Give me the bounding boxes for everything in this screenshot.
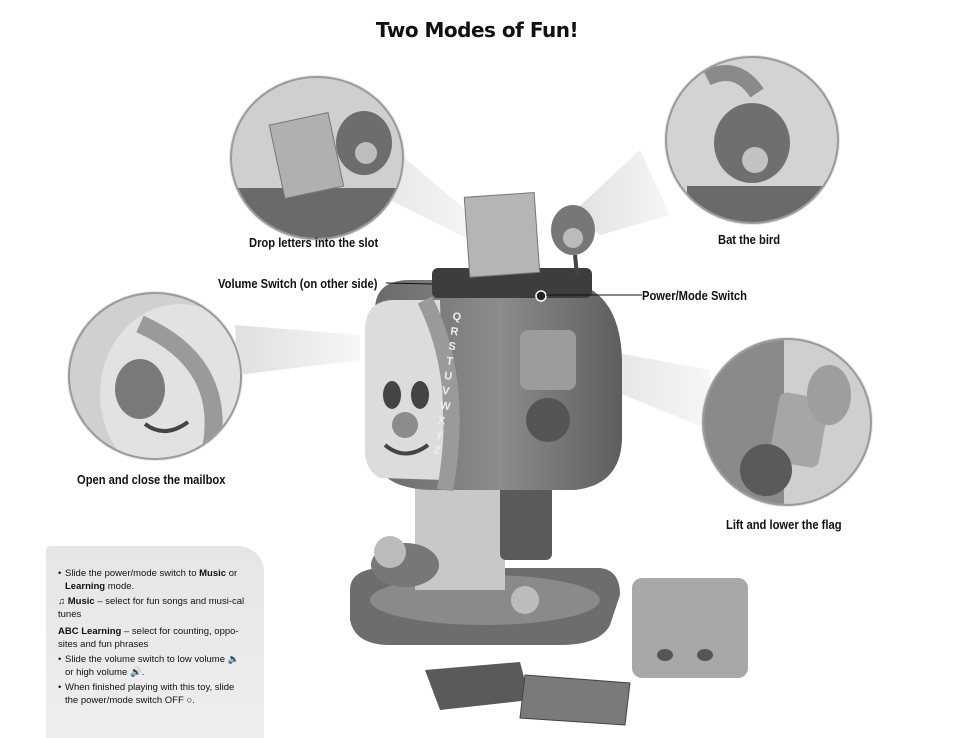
detail-circle-bird: [665, 56, 839, 224]
callout-volume-switch: Volume Switch (on other side): [218, 276, 378, 291]
flag-knob: [526, 398, 570, 442]
callout-open-close: Open and close the mailbox: [77, 472, 226, 487]
callout-lift-flag: Lift and lower the flag: [726, 517, 842, 532]
flower: [511, 586, 539, 614]
instruction-item-volume: •Slide the volume switch to low volume 🔈…: [58, 654, 240, 678]
mailbox-door: [365, 300, 445, 480]
off-icon: ○: [186, 694, 193, 706]
low-volume-icon: 🔈: [227, 654, 240, 665]
callout-power-mode-switch: Power/Mode Switch: [642, 288, 747, 303]
callout-bat-bird: Bat the bird: [718, 232, 781, 247]
toy-counter-window: [500, 478, 552, 560]
callout-drop-letters: Drop letters into the slot: [249, 235, 379, 250]
letter-card: [463, 191, 541, 278]
instruction-item-learning: ABC Learning – select for counting, oppo…: [58, 626, 239, 650]
high-volume-icon: 🔊: [129, 666, 142, 678]
instruction-item-mode: •Slide the power/mode switch to Music or…: [58, 568, 238, 592]
page-title: Two Modes of Fun!: [375, 18, 579, 42]
beam-bird: [570, 150, 670, 235]
detail-circle-slot: [230, 76, 404, 240]
instruction-item-off: •When finished playing with this toy, sl…: [58, 682, 235, 706]
instructions-panel: •Slide the power/mode switch to Music or…: [46, 546, 264, 738]
floor-card-2: [519, 674, 631, 726]
abc-icon: ABC: [58, 626, 79, 637]
leader-volume: [385, 282, 433, 285]
letter-box: [632, 578, 748, 678]
instruction-item-music: ♫ Music – select for fun songs and musi-…: [58, 596, 245, 620]
detail-circle-door: [68, 292, 242, 460]
flag: [520, 330, 576, 390]
floor-card-1: [425, 662, 530, 710]
music-note-icon: ♫: [58, 596, 66, 607]
detail-circle-flag: [702, 338, 872, 506]
beam-door: [235, 325, 360, 375]
